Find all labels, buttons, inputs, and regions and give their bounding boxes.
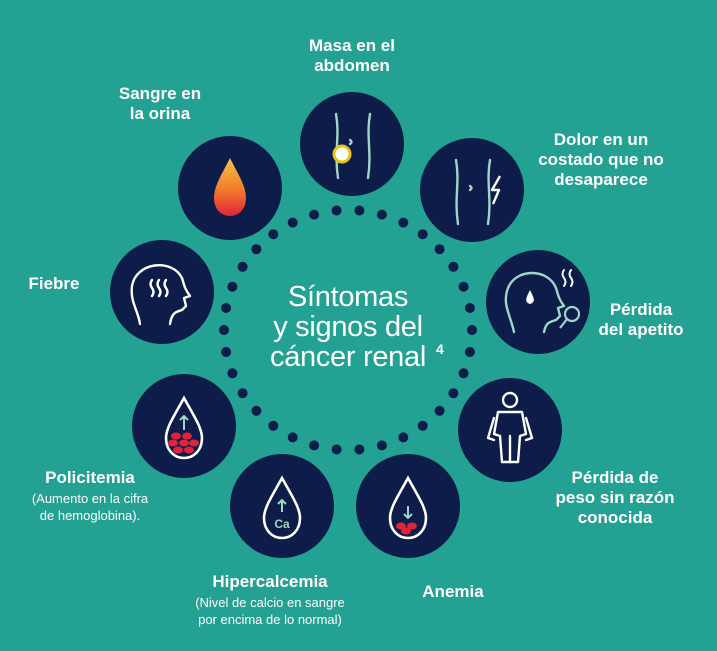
- ring-dot: [398, 217, 409, 228]
- ring-dot: [354, 444, 365, 455]
- ring-dot: [219, 325, 229, 335]
- polycythemia-drop-icon: [132, 374, 236, 478]
- ring-dot: [287, 217, 298, 228]
- ring-dot: [251, 244, 262, 255]
- ring-dot: [458, 368, 469, 379]
- label-peso: Pérdida de peso sin razón conocida: [555, 468, 675, 527]
- ring-dot: [354, 205, 365, 216]
- detail-hipercalcemia: (Nivel de calcio en sangre por encima de…: [195, 595, 345, 627]
- reference-number: 4: [436, 341, 444, 357]
- ring-dot: [237, 388, 248, 399]
- ring-dot: [464, 347, 475, 357]
- svg-text:Ca: Ca: [274, 517, 290, 531]
- ring-dot: [237, 261, 248, 272]
- label-policitemia: Policitemia: [45, 468, 135, 487]
- label-dolor: Dolor en un costado que no desaparece: [538, 130, 664, 189]
- label-sangre: Sangre en la orina: [118, 84, 202, 123]
- label-hipercalcemia: Hipercalcemia: [212, 572, 328, 591]
- ring-dot: [448, 261, 459, 272]
- calcium-drop-icon: Ca: [230, 454, 334, 558]
- ring-dot: [417, 420, 428, 431]
- center-title: Síntomas y signos del cáncer renal: [270, 281, 426, 373]
- label-fiebre: Fiebre: [28, 274, 80, 293]
- ring-dot: [227, 281, 238, 292]
- ring-dot: [309, 440, 320, 451]
- ring-dot: [434, 405, 445, 416]
- ring-dot: [376, 440, 387, 451]
- abdomen-mass-icon: [300, 92, 404, 196]
- side-pain-icon: [420, 138, 524, 242]
- ring-dot: [464, 303, 475, 313]
- appetite-loss-icon: [486, 250, 590, 354]
- ring-dot: [221, 347, 232, 357]
- ring-dot: [227, 368, 238, 379]
- label-masa: Masa en el abdomen: [309, 36, 395, 75]
- ring-dot: [417, 229, 428, 240]
- label-anemia: Anemia: [422, 582, 484, 601]
- ring-dot: [331, 205, 342, 216]
- ring-dot: [331, 444, 342, 455]
- ring-dot: [376, 209, 387, 220]
- ring-dot: [251, 405, 262, 416]
- weight-loss-icon: [458, 378, 562, 482]
- ring-dot: [448, 388, 459, 399]
- detail-policitemia: (Aumento en la cifra de hemoglobina).: [31, 491, 149, 523]
- ring-dot: [398, 432, 409, 443]
- ring-dot: [287, 432, 298, 443]
- ring-dot: [268, 229, 279, 240]
- ring-dot: [221, 303, 232, 313]
- blood-drop-icon: [178, 136, 282, 240]
- label-apetito: Pérdida del apetito: [598, 300, 684, 339]
- ring-dot: [458, 281, 469, 292]
- ring-dot: [434, 244, 445, 255]
- fever-head-icon: [110, 240, 214, 344]
- ring-dot: [309, 209, 320, 220]
- anemia-drop-icon: [356, 454, 460, 558]
- ring-dot: [467, 325, 477, 335]
- ring-dot: [268, 420, 279, 431]
